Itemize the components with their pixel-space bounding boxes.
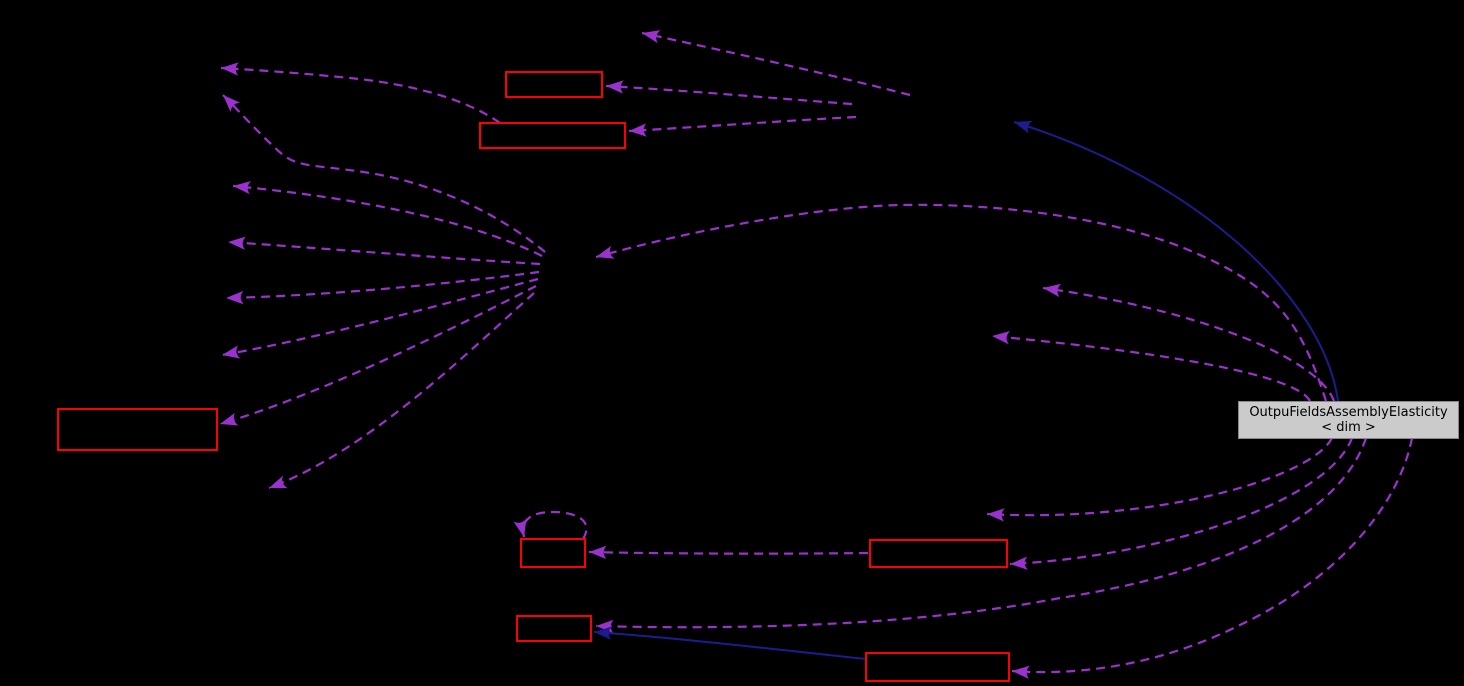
usage-edge-f4 bbox=[221, 277, 539, 359]
usage-edge-b1 bbox=[986, 437, 1333, 522]
usage-edge-b2 bbox=[1009, 437, 1354, 570]
usage-edge-l2 bbox=[605, 80, 853, 106]
inheritance-edge-bottom bbox=[593, 626, 867, 660]
class-node-box-3[interactable] bbox=[57, 408, 218, 451]
class-node-box-4[interactable] bbox=[520, 538, 586, 568]
usage-edge-l3 bbox=[628, 115, 857, 137]
main-class-template-param: < dim > bbox=[1321, 420, 1376, 435]
class-node-box-7[interactable] bbox=[865, 652, 1010, 682]
usage-edge-c3-to-hub bbox=[595, 203, 1328, 402]
usage-edge-f1 bbox=[232, 180, 543, 257]
usage-edge-f2 bbox=[227, 236, 541, 266]
usage-edge-c1 bbox=[1042, 283, 1336, 402]
usage-edge-curveA bbox=[220, 62, 501, 124]
usage-edge-selfloop bbox=[513, 510, 588, 540]
usage-edge-f5 bbox=[219, 285, 537, 426]
usage-edge-f6 bbox=[268, 292, 535, 490]
usage-edge-e1 bbox=[588, 545, 869, 560]
usage-edge-c2 bbox=[991, 330, 1311, 402]
class-node-box-6[interactable] bbox=[516, 615, 592, 642]
main-class-name: OutpuFieldsAssemblyElasticity bbox=[1249, 405, 1448, 420]
main-class-node: OutpuFieldsAssemblyElasticity < dim > bbox=[1238, 401, 1459, 439]
class-node-box-1[interactable] bbox=[505, 71, 603, 98]
usage-edge-b4 bbox=[1011, 437, 1414, 679]
usage-edge-l1 bbox=[641, 30, 911, 97]
usage-edge-f3 bbox=[225, 270, 540, 305]
usage-edge-b3 bbox=[595, 437, 1368, 634]
class-node-box-2[interactable] bbox=[479, 122, 626, 149]
usage-edge-curveB bbox=[222, 94, 546, 253]
inheritance-edge-top bbox=[1013, 120, 1339, 402]
class-node-box-5[interactable] bbox=[869, 539, 1008, 568]
